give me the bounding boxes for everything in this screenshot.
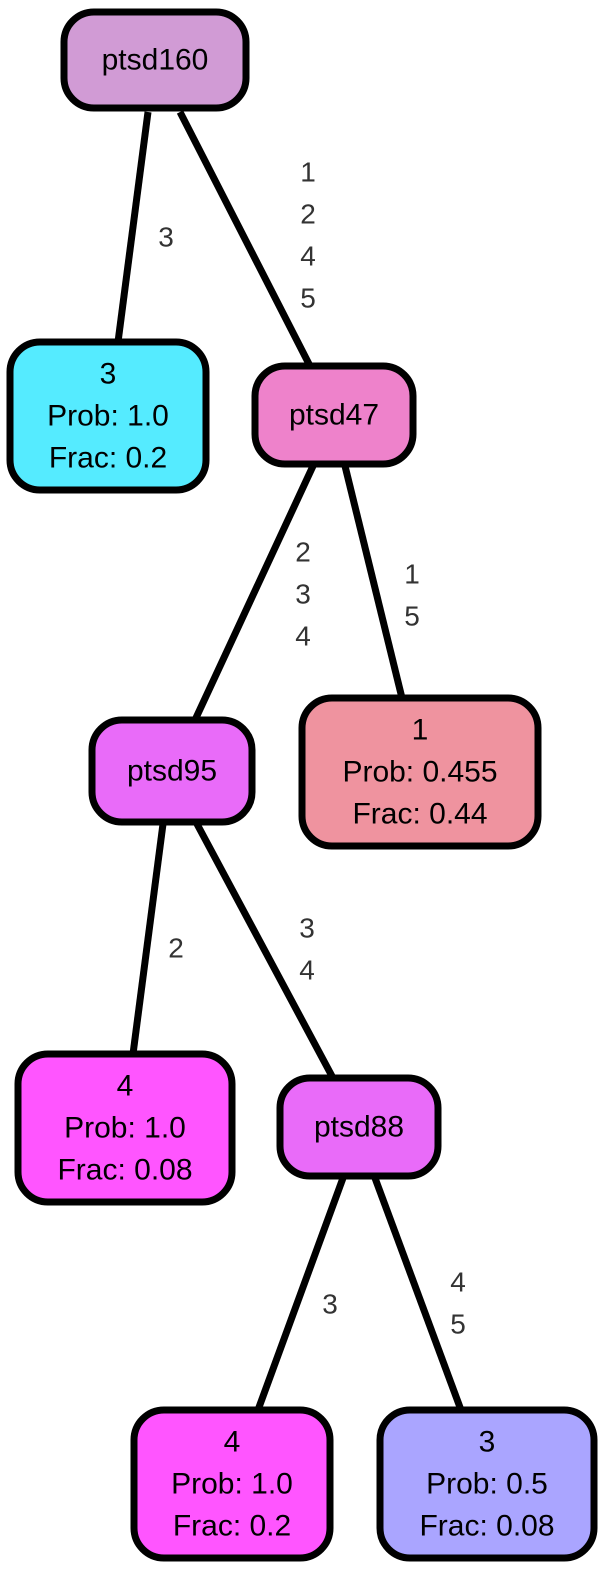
node-detail: Frac: 0.2 <box>49 442 167 475</box>
node-title: 1 <box>412 714 429 747</box>
edge-root-to-ptsd47: 1 2 4 5 <box>176 110 316 368</box>
edge-label: 1 <box>404 559 420 590</box>
edge-ptsd47-to-leaf-1: 15 <box>341 465 420 699</box>
edge-label: 5 <box>300 283 316 314</box>
node-title: ptsd88 <box>314 1111 404 1144</box>
edge-ptsd47-to-ptsd95: 2 3 4 <box>191 464 317 722</box>
edge-label: 4 <box>300 241 316 272</box>
edge-label: 5 <box>450 1309 466 1340</box>
edge-line <box>114 111 152 343</box>
node-ptsd95: ptsd95 <box>88 716 256 826</box>
node-title: 3 <box>100 358 117 391</box>
node-box <box>130 1406 334 1562</box>
edge-root-to-leaf-3-left: 3 <box>114 111 174 343</box>
node-detail: Prob: 0.455 <box>342 756 497 789</box>
node-box <box>60 8 250 112</box>
edge-line <box>371 1176 465 1412</box>
node-title: ptsd95 <box>127 755 217 788</box>
node-root: ptsd160 <box>60 8 250 112</box>
edge-label: 2 <box>300 199 316 230</box>
node-detail: Prob: 1.0 <box>64 1112 186 1145</box>
edge-line <box>191 464 317 722</box>
edge-ptsd95-to-ptsd88: 34 <box>193 822 337 1080</box>
node-detail: Prob: 1.0 <box>171 1468 293 1501</box>
node-ptsd88: ptsd88 <box>276 1074 442 1180</box>
node-box <box>298 694 542 850</box>
node-title: ptsd47 <box>289 399 379 432</box>
node-box <box>251 362 417 468</box>
edge-line <box>254 1176 347 1412</box>
node-ptsd47: ptsd47 <box>251 362 417 468</box>
node-detail: Frac: 0.44 <box>352 798 487 831</box>
node-detail: Frac: 0.2 <box>173 1510 291 1543</box>
node-box <box>14 1050 236 1206</box>
node-box <box>6 338 210 494</box>
node-detail: Frac: 0.08 <box>57 1154 192 1187</box>
edge-label: 3 <box>295 579 311 610</box>
edge-label: 3 <box>322 1289 338 1320</box>
edge-label: 5 <box>404 601 420 632</box>
edge-label: 4 <box>295 621 311 652</box>
node-detail: Prob: 0.5 <box>426 1468 548 1501</box>
node-title: 3 <box>479 1426 496 1459</box>
node-detail: Prob: 1.0 <box>47 400 169 433</box>
edge-label: 1 <box>300 157 316 188</box>
node-title: 4 <box>117 1070 134 1103</box>
edge-label: 4 <box>299 955 315 986</box>
edge-label: 3 <box>158 222 174 253</box>
edge-label: 2 <box>168 933 184 964</box>
edge-ptsd88-to-leaf-3-right: 45 <box>371 1176 466 1412</box>
edge-label: 2 <box>295 537 311 568</box>
node-title: ptsd160 <box>102 44 209 77</box>
edge-ptsd95-to-leaf-4-a: 2 <box>129 823 184 1055</box>
edge-ptsd88-to-leaf-4-b: 3 <box>254 1176 347 1412</box>
node-title: 4 <box>224 1426 241 1459</box>
node-detail: Frac: 0.08 <box>419 1510 554 1543</box>
node-box <box>276 1074 442 1180</box>
edge-line <box>193 822 337 1080</box>
edge-line <box>176 110 314 368</box>
edge-line <box>341 465 406 699</box>
edge-line <box>129 823 167 1055</box>
edge-label: 3 <box>299 913 315 944</box>
node-box <box>88 716 256 826</box>
node-box <box>376 1406 598 1562</box>
edge-label: 4 <box>450 1267 466 1298</box>
